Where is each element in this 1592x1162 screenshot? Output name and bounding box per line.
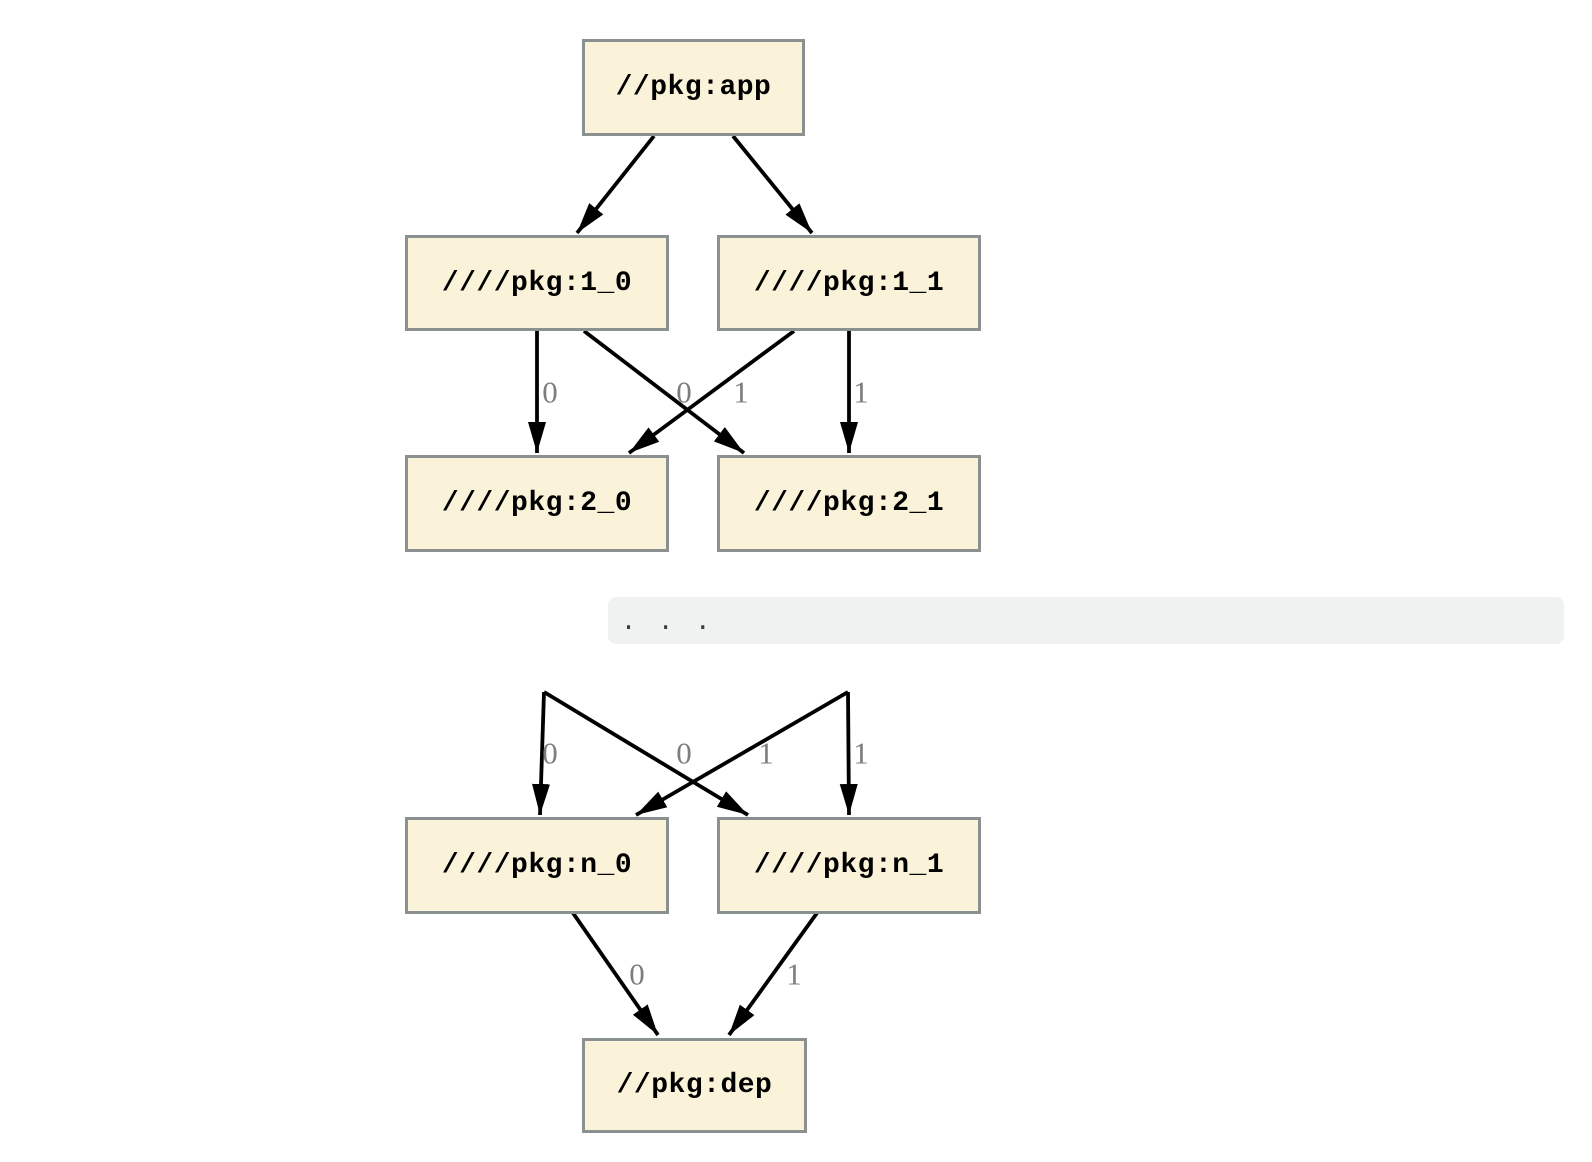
edge-label-elided-to-n-1-cross: 1 [758,735,774,771]
edge-label-elided-to-n-0-cross: 0 [676,735,692,771]
edge-label-1-0-to-2-1: 1 [733,374,749,410]
edge-label-elided-to-n-1-right: 1 [853,735,869,771]
edge-label-n-0-to-dep: 0 [629,956,645,992]
ellipsis-separator-band: . . . [608,597,1564,644]
edge-elided-to-n-1-cross [543,690,749,817]
edge-app-to-1-0 [575,134,656,235]
edge-n-1-to-dep [727,911,819,1037]
edge-label-1-0-to-2-0: 0 [542,374,558,410]
edge-elided-to-n-1-right [839,691,858,816]
edge-elided-to-n-0-cross [635,690,849,817]
node-pkg-2-0: ////pkg:2_0 [405,455,669,552]
edge-1-1-to-2-0 [627,329,796,455]
node-pkg-2-1: ////pkg:2_1 [717,455,981,552]
edge-n-0-to-dep [571,911,660,1037]
edge-label-1-1-to-2-0: 0 [676,374,692,410]
node-pkg-1-1: ////pkg:1_1 [717,235,981,331]
node-pkg-n-0: ////pkg:n_0 [405,817,669,914]
ellipsis-text: . . . [621,606,714,635]
node-pkg-dep: //pkg:dep [582,1038,807,1133]
edge-1-0-to-2-1 [582,329,746,455]
node-pkg-1-0: ////pkg:1_0 [405,235,669,331]
edge-elided-to-n-0-left [532,691,551,816]
edge-label-n-1-to-dep: 1 [786,956,802,992]
edge-app-to-1-1 [731,134,814,235]
edge-label-1-1-to-2-1: 1 [853,374,869,410]
node-pkg-n-1: ////pkg:n_1 [717,817,981,914]
node-pkg-app: //pkg:app [582,39,805,136]
edge-label-elided-to-n-0-left: 0 [542,735,558,771]
